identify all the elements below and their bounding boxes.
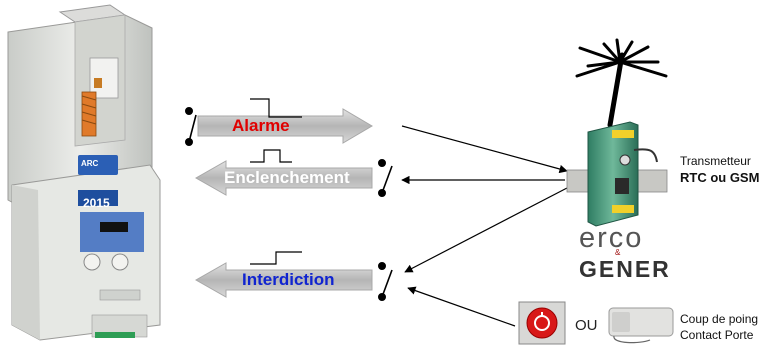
erco-logo: erco xyxy=(579,222,644,254)
coup-de-poing-label: Coup de poing xyxy=(680,312,759,326)
enclenchement-label: Enclenchement xyxy=(224,168,350,187)
or-label: OU xyxy=(575,317,598,334)
transmitter-module xyxy=(566,121,668,227)
alarme-label: Alarme xyxy=(232,116,290,135)
pulse-waveform-alarme xyxy=(250,98,302,118)
door-contact-sensor-icon xyxy=(608,307,674,344)
pulse-waveform-interdiction xyxy=(250,251,302,265)
pulse-waveform-enclenchement xyxy=(250,149,292,163)
emergency-stop-button-icon xyxy=(518,301,566,345)
switch-interdiction xyxy=(378,262,393,301)
circuit-breaker-device xyxy=(7,4,161,341)
transmitter-label-line2: RTC ou GSM xyxy=(680,170,760,185)
alarme-arrow xyxy=(197,108,373,144)
brand-ampersand: & xyxy=(615,248,621,257)
interdiction-arrow xyxy=(194,262,373,298)
switch-alarme xyxy=(185,107,197,146)
enclenchement-arrow xyxy=(194,160,373,196)
gener-logo: GENER xyxy=(579,256,671,282)
connector-inputs-to-interdiction xyxy=(407,286,516,327)
device-model-label: 2015 xyxy=(83,196,110,210)
antenna-icon xyxy=(575,38,668,128)
device-brand-label: ARC xyxy=(81,159,99,168)
connector-alarme-to-transmitter xyxy=(401,125,568,174)
interdiction-label: Interdiction xyxy=(242,270,335,289)
transmitter-label-line1: Transmetteur xyxy=(680,154,751,168)
connector-transmitter-to-interdiction xyxy=(404,187,568,273)
contact-porte-label: Contact Porte xyxy=(680,328,754,342)
switch-enclenchement xyxy=(378,159,393,197)
